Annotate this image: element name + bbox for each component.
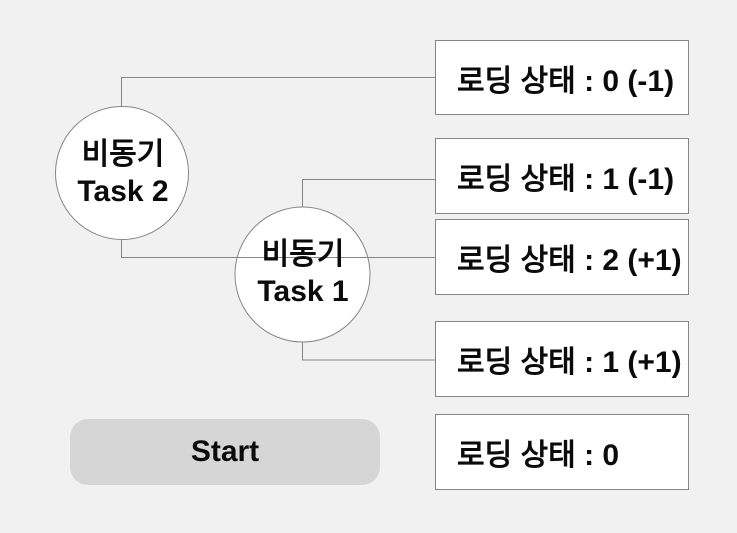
connector-task1-to-box4	[302, 341, 436, 361]
task1-node-label: 비동기 Task 1	[257, 236, 348, 310]
task1-label-line2: Task 1	[257, 275, 349, 308]
connector-task2-to-box1	[121, 77, 436, 107]
loading-state-label: 로딩 상태 : 1 (+1)	[457, 346, 682, 379]
loading-state-box-5: 로딩 상태 : 0	[435, 414, 689, 490]
task1-label-line1: 비동기	[261, 238, 345, 271]
loading-state-label: 로딩 상태 : 2 (+1)	[457, 244, 682, 277]
task2-node-label: 비동기 Task 2	[77, 136, 168, 210]
connector-task1-to-box2	[302, 179, 436, 208]
connector-task2-to-box3	[121, 239, 436, 258]
loading-state-box-1: 로딩 상태 : 0 (-1)	[435, 40, 689, 115]
loading-state-label: 로딩 상태 : 0	[457, 439, 620, 472]
task2-label-line2: Task 2	[77, 175, 169, 208]
loading-state-box-2: 로딩 상태 : 1 (-1)	[435, 138, 689, 214]
loading-state-box-3: 로딩 상태 : 2 (+1)	[435, 219, 689, 295]
loading-state-label: 로딩 상태 : 1 (-1)	[457, 163, 675, 196]
start-button-label: Start	[190, 435, 260, 468]
start-button[interactable]: Start	[70, 419, 380, 485]
loading-state-label: 로딩 상태 : 0 (-1)	[457, 64, 675, 98]
loading-state-box-4: 로딩 상태 : 1 (+1)	[435, 321, 689, 397]
task2-label-line1: 비동기	[81, 138, 165, 171]
